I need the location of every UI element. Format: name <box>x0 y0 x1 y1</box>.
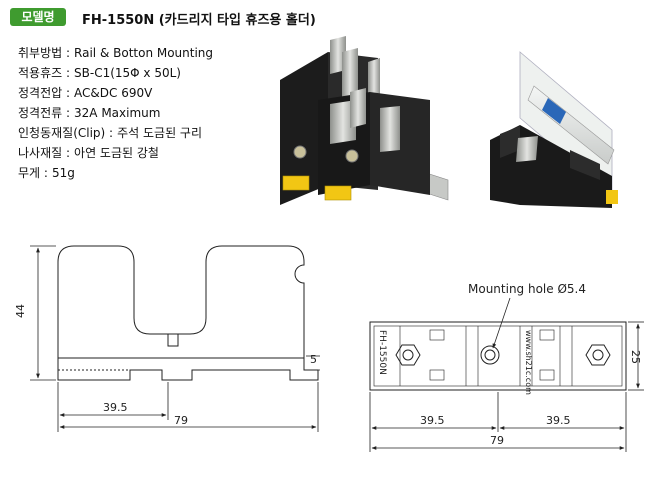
top-total-width-label: 79 <box>490 434 504 447</box>
spec-current: 정격전류 :32A Maximum <box>18 106 161 120</box>
top-view-dimensions <box>369 321 644 452</box>
top-left-width-label: 39.5 <box>420 414 445 427</box>
model-badge: 모델명 <box>10 8 66 26</box>
website-label: www.sh21c.com <box>524 330 533 395</box>
mounting-hole-label: Mounting hole Ø5.4 <box>468 282 586 296</box>
top-right-width-label: 39.5 <box>546 414 571 427</box>
side-half-width-label: 39.5 <box>103 401 128 414</box>
top-view-drawing <box>369 321 627 391</box>
spec-clip-material: 인청동재질(Clip) :주석 도금된 구리 <box>18 126 203 140</box>
side-height-label: 44 <box>14 304 27 318</box>
side-step-label: 5 <box>310 353 317 366</box>
side-total-width-label: 79 <box>174 414 188 427</box>
fuse-holder-with-fuse-photo <box>490 51 618 208</box>
spec-voltage: 정격전압 :AC&DC 690V <box>18 86 153 100</box>
spec-list: 취부방법 :Rail & Botton Mounting 적용휴즈 :SB-C1… <box>18 43 213 183</box>
top-height-label: 25 <box>629 350 642 364</box>
spec-screw-material: 나사재질 :아연 도금된 강철 <box>18 146 159 160</box>
model-title: FH-1550N (카드리지 타입 휴즈용 홀더) <box>82 13 316 28</box>
side-view-drawing <box>57 245 319 381</box>
spec-fuse: 적용휴즈 :SB-C1(15Φ x 50L) <box>18 66 181 80</box>
side-view-dimensions <box>30 245 320 432</box>
part-number-label: FH-1550N <box>377 330 387 375</box>
fuse-holder-photo <box>280 36 449 205</box>
spec-weight: 무게 :51g <box>18 166 75 180</box>
spec-mounting: 취부방법 :Rail & Botton Mounting <box>18 46 214 60</box>
